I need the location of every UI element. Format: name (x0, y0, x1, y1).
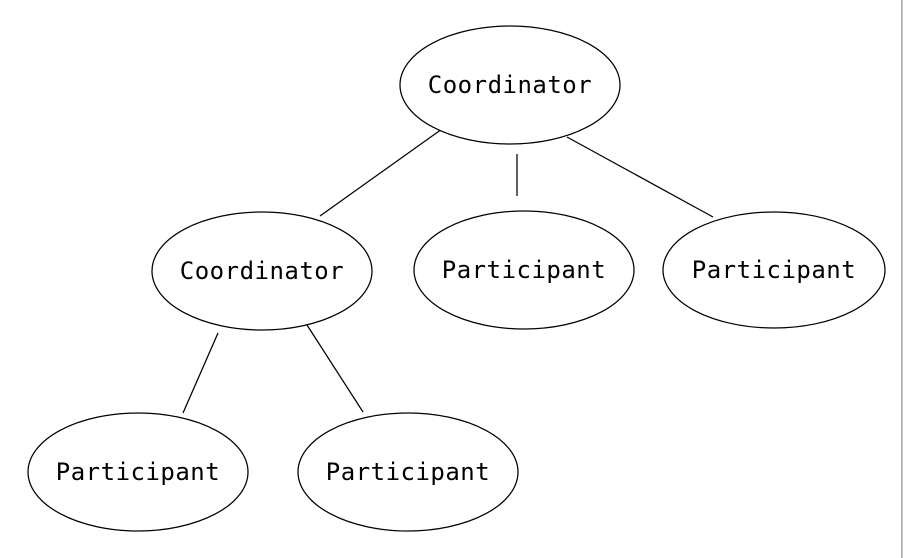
edge-coordinator-root-to-participant-mid-2 (566, 136, 714, 218)
node-ellipse-participant-mid-1 (413, 210, 635, 330)
node-participant-bot-1: Participant (27, 412, 249, 532)
node-coordinator-root: Coordinator (399, 25, 621, 145)
node-participant-mid-1: Participant (413, 210, 635, 330)
node-label-coordinator-mid: Coordinator (180, 257, 344, 285)
node-label-participant-bot-2: Participant (326, 458, 490, 486)
node-ellipse-participant-mid-2 (662, 211, 886, 329)
edge-coordinator-root-to-coordinator-mid (319, 128, 443, 217)
window-right-border (901, 0, 903, 558)
node-ellipse-coordinator-root (399, 25, 621, 145)
node-label-participant-mid-2: Participant (692, 256, 856, 284)
node-coordinator-mid: Coordinator (151, 211, 373, 331)
node-label-participant-mid-1: Participant (442, 256, 606, 284)
node-label-coordinator-root: Coordinator (428, 71, 592, 99)
node-ellipse-coordinator-mid (151, 211, 373, 331)
node-ellipse-participant-bot-2 (297, 412, 519, 532)
edge-coordinator-mid-to-participant-bot-2 (306, 324, 364, 413)
node-label-participant-bot-1: Participant (56, 458, 220, 486)
node-participant-bot-2: Participant (297, 412, 519, 532)
edge-coordinator-mid-to-participant-bot-1 (182, 332, 219, 414)
node-ellipse-participant-bot-1 (27, 412, 249, 532)
node-participant-mid-2: Participant (662, 211, 886, 329)
